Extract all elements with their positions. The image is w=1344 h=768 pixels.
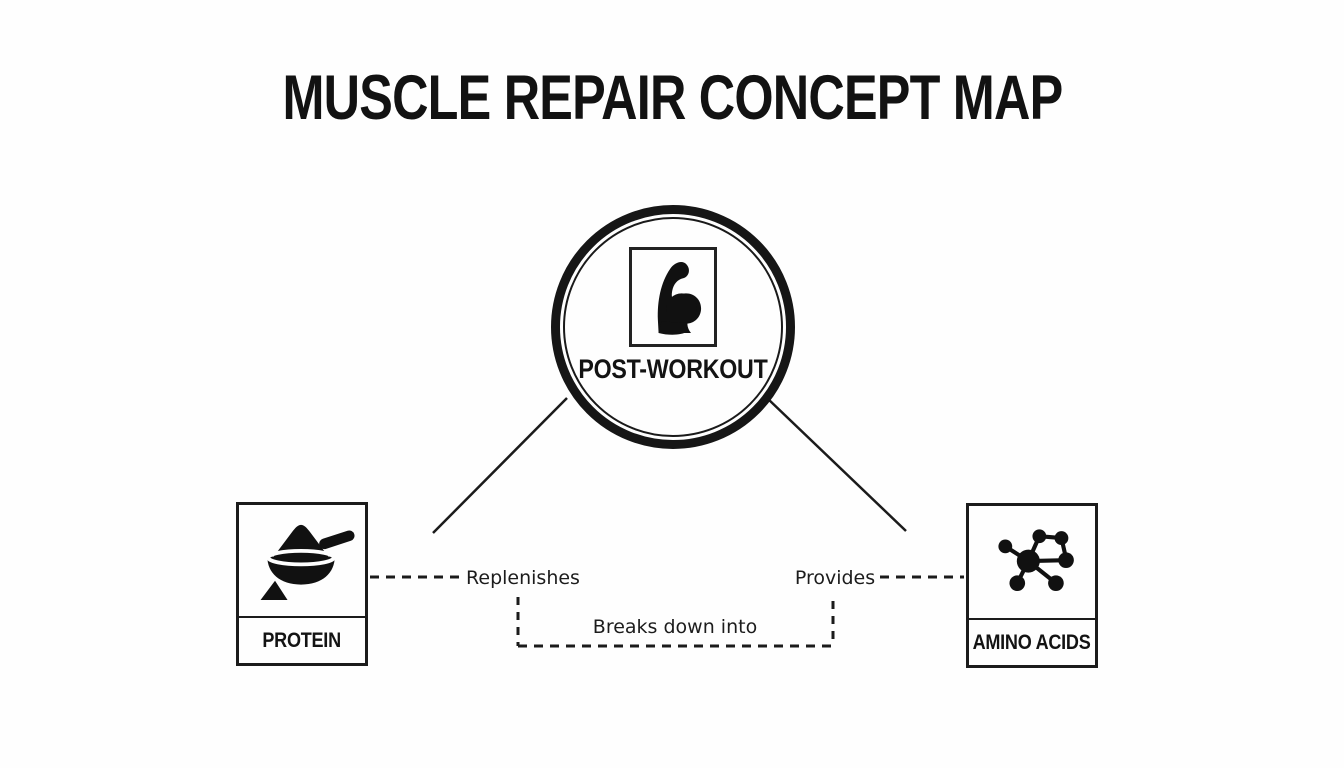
node-label-protein: PROTEIN — [239, 616, 365, 663]
node-label-post-workout: POST-WORKOUT — [578, 354, 768, 384]
node-protein: PROTEIN — [236, 502, 368, 666]
edge-line-center-to-amino — [766, 397, 907, 532]
circle-inner-ring — [563, 217, 783, 437]
edge-line-center-to-protein — [432, 397, 568, 534]
protein-scoop-icon — [239, 505, 365, 616]
node-post-workout: POST-WORKOUT — [551, 205, 795, 449]
bicep-flex-icon — [629, 247, 717, 347]
page-title: MUSCLE REPAIR CONCEPT MAP — [0, 62, 1344, 134]
node-label-amino-acids: AMINO ACIDS — [969, 618, 1095, 665]
page-title-text: MUSCLE REPAIR CONCEPT MAP — [282, 63, 1063, 133]
edge-label-breaks-down-into: Breaks down into — [588, 616, 762, 638]
edge-label-replenishes: Replenishes — [462, 567, 584, 589]
edge-label-provides: Provides — [790, 567, 880, 589]
node-amino-acids: AMINO ACIDS — [966, 503, 1098, 668]
molecule-icon — [969, 506, 1095, 618]
